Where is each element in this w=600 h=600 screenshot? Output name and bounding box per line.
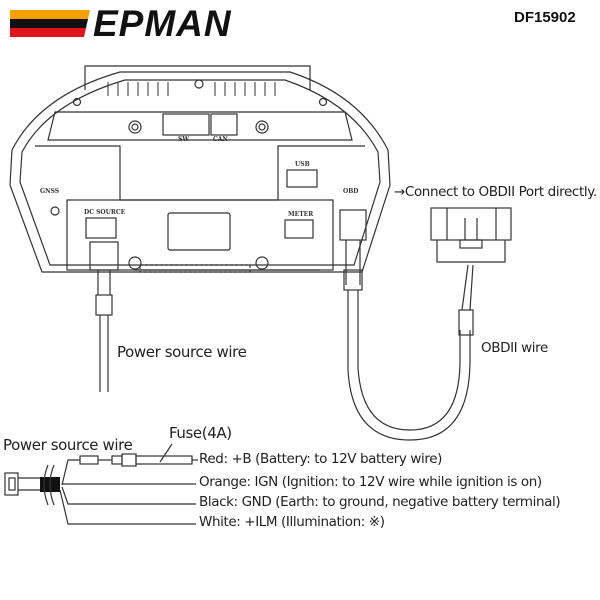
logo-stripes <box>10 10 90 37</box>
obdii-connector <box>430 207 512 263</box>
wire-white-label: White: +ILM (Illumination: ※) <box>199 514 385 530</box>
wire-red-label: Red: +B (Battery: to 12V battery wire) <box>199 451 442 467</box>
label-obd: OBD <box>343 188 359 195</box>
obd-connect-note: →Connect to OBDII Port directly. <box>394 184 597 200</box>
wire-black-label: Black: GND (Earth: to ground, negative b… <box>199 494 561 510</box>
label-gnss: GNSS <box>40 188 60 195</box>
power-source-wire-label-top: Power source wire <box>117 343 247 361</box>
label-sw: SW <box>178 136 190 143</box>
dashboard-device <box>9 65 391 273</box>
label-usb: USB <box>295 161 310 168</box>
label-can: CAN <box>213 136 228 143</box>
obdii-wire-label: OBDII wire <box>481 340 548 356</box>
power-harness <box>4 443 198 525</box>
power-source-wire-top <box>89 241 119 392</box>
power-source-wire-label-bottom: Power source wire <box>3 436 133 454</box>
product-code: DF15902 <box>514 9 576 26</box>
fuse-label: Fuse(4A) <box>169 424 232 442</box>
label-dc-source: DC SOURCE <box>84 209 126 216</box>
brand-logo: EPMAN <box>93 3 232 44</box>
wire-orange-label: Orange: IGN (Ignition: to 12V wire while… <box>199 474 542 490</box>
label-meter: METER <box>288 211 314 218</box>
obdii-wire <box>339 209 474 441</box>
